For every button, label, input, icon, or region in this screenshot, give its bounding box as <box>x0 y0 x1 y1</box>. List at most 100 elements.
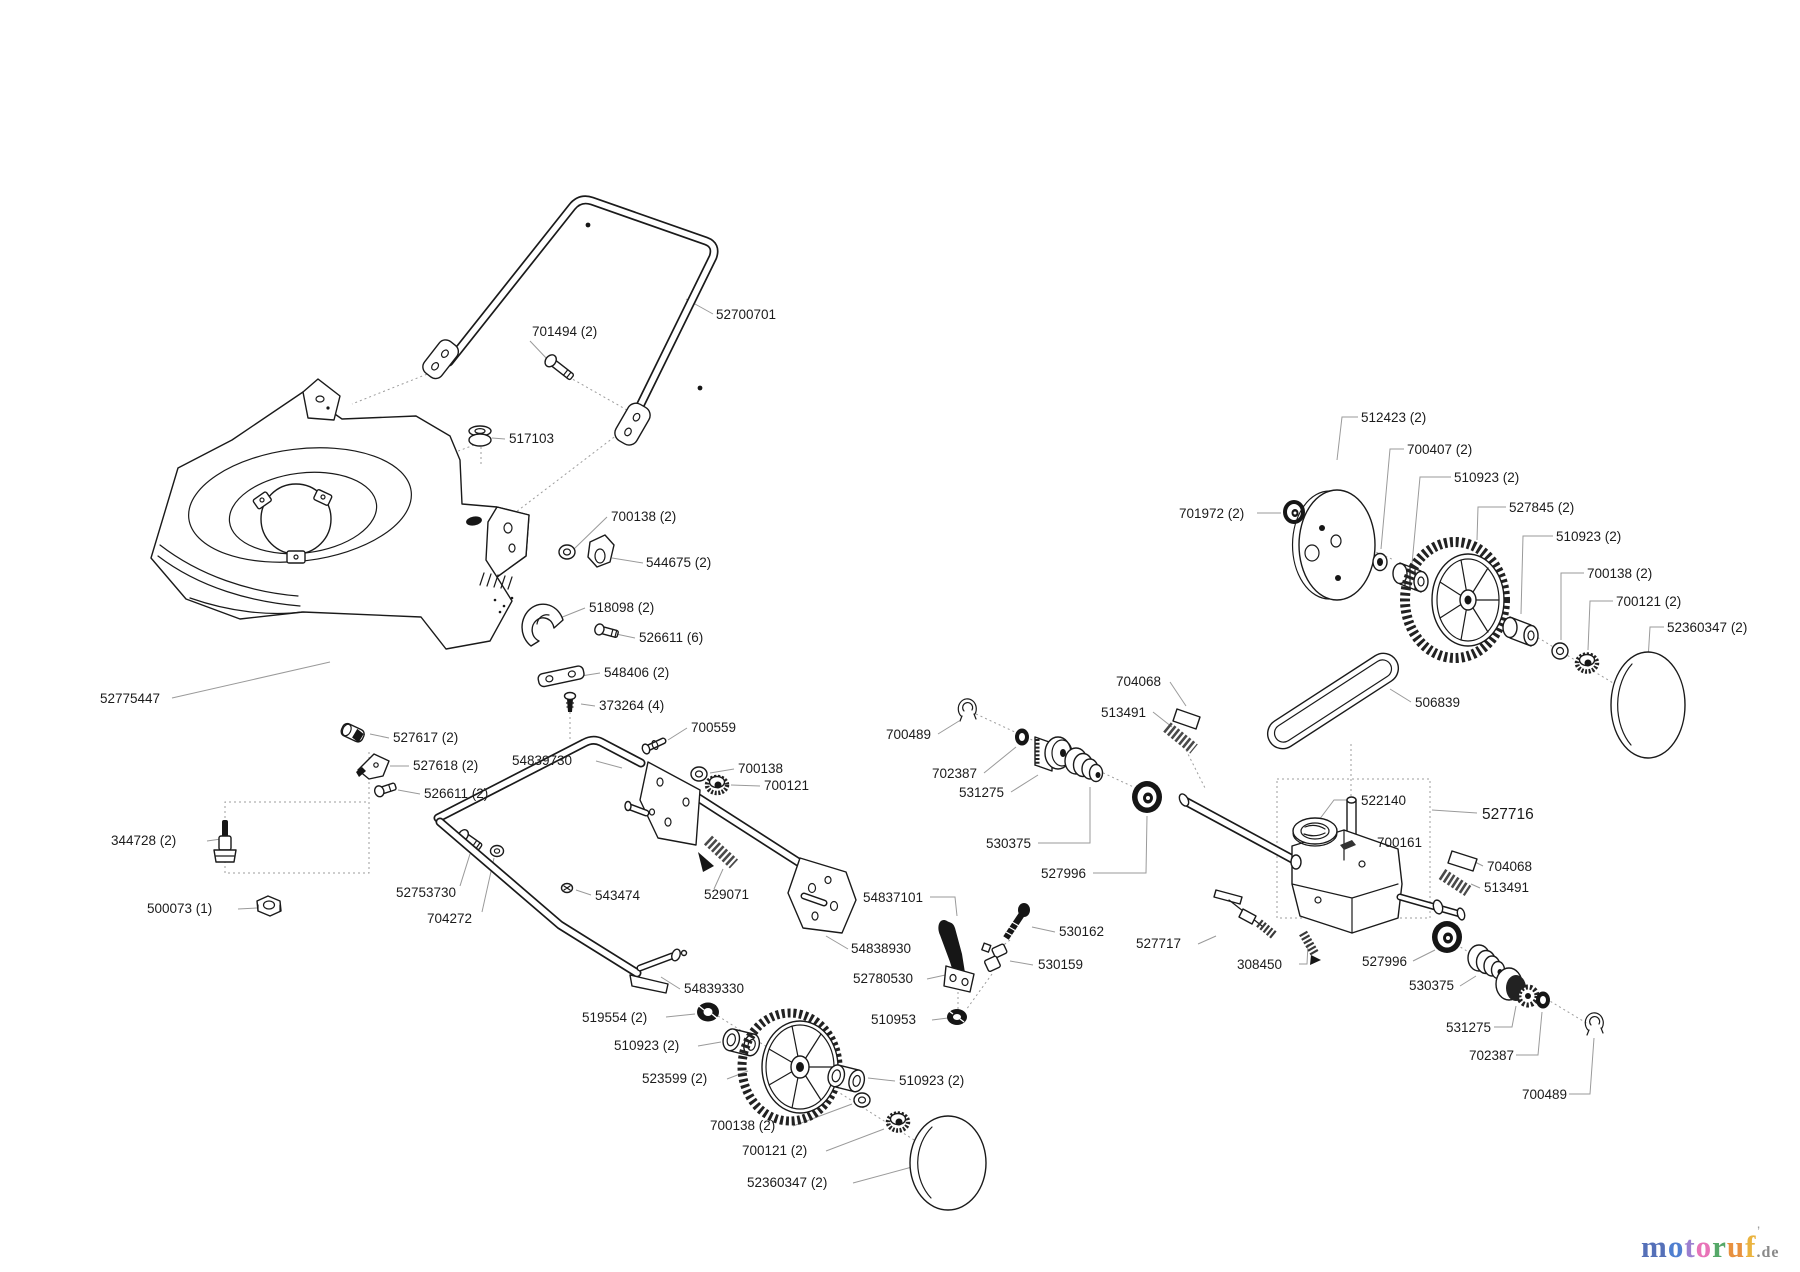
part-label-530375-right: 530375 <box>1409 978 1454 993</box>
spring-513491-right <box>1438 868 1472 897</box>
part-label-704068-left: 704068 <box>1116 674 1161 689</box>
gear-531275-left <box>1034 736 1073 772</box>
part-label-522140: 522140 <box>1361 793 1406 808</box>
coupler-530159 <box>981 942 1008 973</box>
disc-512423 <box>1291 489 1376 601</box>
bearing-527996-right <box>1432 921 1462 953</box>
part-label-512423: 512423 (2) <box>1361 410 1426 425</box>
nipple-700559 <box>641 737 667 755</box>
part-label-543474: 543474 <box>595 888 641 903</box>
nut-500073 <box>256 895 282 917</box>
part-label-52753730: 52753730 <box>396 885 456 900</box>
pulley-530375-right <box>1467 944 1506 980</box>
clip-700489-left <box>957 698 977 722</box>
part-label-54838930: 54838930 <box>851 941 911 956</box>
wheel-527845 <box>1400 537 1510 663</box>
diagram-artwork <box>150 195 1686 1211</box>
washer-700138-mid <box>690 766 708 782</box>
washer-700138-top <box>558 544 576 560</box>
ring-700407 <box>1372 552 1388 572</box>
leader-lines <box>171 298 1664 1184</box>
logo-letter-r: r <box>1712 1229 1727 1264</box>
part-label-54839730: 54839730 <box>512 753 572 768</box>
part-label-700559: 700559 <box>691 720 736 735</box>
part-label-518098: 518098 (2) <box>589 600 654 615</box>
bolt-344728 <box>213 820 237 863</box>
svg-text:motoruf.de: motoruf.de <box>1641 1229 1780 1264</box>
clip-700489-right <box>1584 1012 1604 1036</box>
bearing-701972 <box>1283 500 1305 524</box>
pulley-522140 <box>1292 817 1338 847</box>
grommet <box>468 425 492 447</box>
bearing-527996-left <box>1132 781 1162 813</box>
part-label-513491-right: 513491 <box>1484 880 1529 895</box>
bracket-54838930 <box>787 857 857 934</box>
lower-handlebar <box>433 735 811 978</box>
part-label-519554: 519554 (2) <box>582 1010 647 1025</box>
watermark-logo[interactable]: motoruf.de ’ <box>1641 1223 1780 1264</box>
screw-526611-a <box>594 623 619 638</box>
part-label-527618: 527618 (2) <box>413 758 478 773</box>
logo-letter-u: u <box>1727 1229 1745 1264</box>
part-label-510923-br: 510923 (2) <box>899 1073 964 1088</box>
part-label-700138-bottom: 700138 (2) <box>710 1118 775 1133</box>
hubcap-52360347-right <box>1610 651 1686 759</box>
part-label-531275-right: 531275 <box>1446 1020 1491 1035</box>
washer-510953 <box>947 1009 967 1025</box>
mower-deck <box>150 378 530 650</box>
part-label-700138-right: 700138 (2) <box>1587 566 1652 581</box>
part-label-700489-left: 700489 <box>886 727 931 742</box>
arm-54839330 <box>629 948 688 994</box>
part-label-530375-left: 530375 <box>986 836 1031 851</box>
part-label-510923-rb: 510923 (2) <box>1556 529 1621 544</box>
part-label-527617: 527617 (2) <box>393 730 458 745</box>
part-label-527716: 527716 <box>1482 806 1534 823</box>
washer-700138-bottom <box>853 1092 871 1108</box>
nut-700121-bottom <box>885 1111 911 1133</box>
logo-tick: ’ <box>1757 1223 1760 1239</box>
lever-54837101 <box>938 920 975 993</box>
key-704068-right <box>1447 850 1478 872</box>
hubcap-52360347-bottom <box>909 1115 987 1211</box>
bushing-510923-rb <box>1502 616 1539 647</box>
clamp-527617 <box>340 722 365 743</box>
logo-letter-o1: o <box>1668 1229 1685 1264</box>
transmission-308450 <box>1178 793 1466 965</box>
pulley-530375-left <box>1064 747 1104 783</box>
part-label-548406: 548406 (2) <box>604 665 669 680</box>
part-label-700138-top: 700138 (2) <box>611 509 676 524</box>
key-700161 <box>1340 840 1356 850</box>
handle-bolt <box>544 354 575 381</box>
part-label-52360347-right: 52360347 (2) <box>1667 620 1747 635</box>
part-label-52360347-bottom: 52360347 (2) <box>747 1175 827 1190</box>
part-label-506839: 506839 <box>1415 695 1460 710</box>
part-label-52700701: 52700701 <box>716 307 776 322</box>
part-label-527717: 527717 <box>1136 936 1181 951</box>
part-label-308450: 308450 <box>1237 957 1282 972</box>
part-label-527996-right: 527996 <box>1362 954 1407 969</box>
washer-704272 <box>489 844 505 858</box>
part-label-510953: 510953 <box>871 1012 916 1027</box>
part-label-510923-ra: 510923 (2) <box>1454 470 1519 485</box>
part-label-52775447: 52775447 <box>100 691 160 706</box>
washer-702387-left <box>1015 728 1029 746</box>
key-704068-left <box>1172 708 1201 730</box>
part-label-529071: 529071 <box>704 887 749 902</box>
plate-548406 <box>537 665 585 688</box>
logo-letter-m: m <box>1641 1229 1668 1264</box>
part-label-373264: 373264 (4) <box>599 698 664 713</box>
wheel-523599 <box>737 1008 843 1126</box>
screw-543474 <box>560 882 574 894</box>
bracket-518098 <box>521 603 564 647</box>
part-label-701972: 701972 (2) <box>1179 506 1244 521</box>
part-label-526611-b: 526611 (2) <box>424 786 488 801</box>
part-label-701494: 701494 (2) <box>532 324 597 339</box>
spring-529071 <box>698 835 739 872</box>
lever-527618 <box>356 753 390 780</box>
part-label-700121-mid: 700121 <box>764 778 809 793</box>
clamp-544675 <box>587 534 615 568</box>
logo-suffix: .de <box>1757 1244 1780 1261</box>
washer-700138-right <box>1551 642 1569 660</box>
part-label-700407: 700407 (2) <box>1407 442 1472 457</box>
